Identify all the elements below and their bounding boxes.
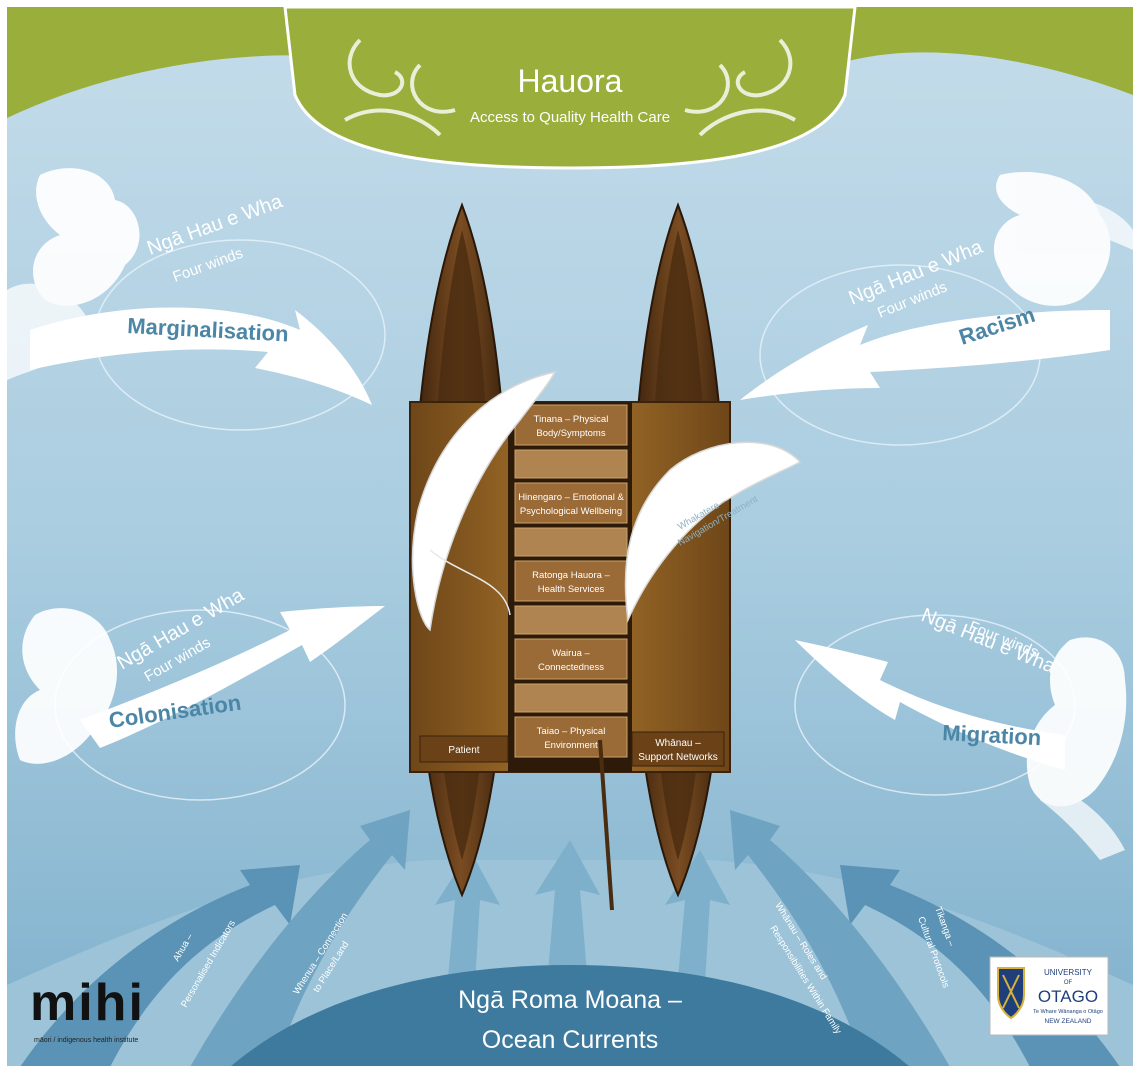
plank-spacer xyxy=(515,450,627,478)
plank-1-line2: Body/Symptoms xyxy=(536,428,605,439)
otago-country: NEW ZEALAND xyxy=(1045,1018,1092,1025)
wind-label-migration: Migration xyxy=(942,720,1042,750)
plank-2-line2: Psychological Wellbeing xyxy=(520,506,622,517)
otago-logo: UNIVERSITY OF OTAGO Te Whare Wānanga o O… xyxy=(990,957,1108,1035)
plank-3 xyxy=(515,561,627,601)
plank-2 xyxy=(515,483,627,523)
right-hull-label-line2: Support Networks xyxy=(638,752,717,763)
plank-spacer xyxy=(515,684,627,712)
currents-title-line1: Ngā Roma Moana – xyxy=(458,986,682,1014)
diagram-subtitle: Access to Quality Health Care xyxy=(470,109,670,126)
plank-spacer xyxy=(515,528,627,556)
right-hull-label-line1: Whānau – xyxy=(655,738,701,749)
plank-4-line1: Wairua – xyxy=(552,648,590,659)
currents-title-line2: Ocean Currents xyxy=(482,1026,658,1054)
deck-planks xyxy=(515,405,627,757)
mihi-logo-word: mihi xyxy=(30,974,145,1032)
plank-5-line1: Taiao – Physical xyxy=(537,726,606,737)
left-hull-label: Patient xyxy=(448,745,479,756)
plank-1-line1: Tinana – Physical xyxy=(534,414,609,425)
plank-5 xyxy=(515,717,627,757)
mihi-logo-caption: māori / indigenous health institute xyxy=(34,1037,138,1044)
otago-of: OF xyxy=(1064,980,1073,986)
plank-1 xyxy=(515,405,627,445)
otago-university: UNIVERSITY xyxy=(1044,968,1093,977)
plank-2-line1: Hinengaro – Emotional & xyxy=(518,492,624,503)
diagram-title: Hauora xyxy=(518,63,623,99)
plank-4 xyxy=(515,639,627,679)
plank-spacer xyxy=(515,606,627,634)
plank-5-line2: Environment xyxy=(544,740,598,751)
otago-maori: Te Whare Wānanga o Otāgo xyxy=(1033,1009,1103,1015)
otago-name: OTAGO xyxy=(1038,987,1098,1006)
plank-3-line1: Ratonga Hauora – xyxy=(532,570,610,581)
plank-3-line2: Health Services xyxy=(538,584,605,595)
plank-4-line2: Connectedness xyxy=(538,662,604,673)
